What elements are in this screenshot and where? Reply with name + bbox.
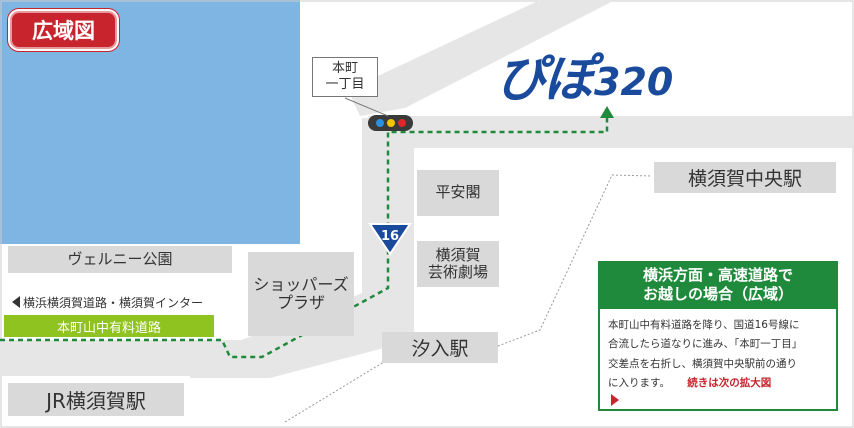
road-diagonal-upper <box>348 0 615 116</box>
intersection-line1: 本町 <box>331 61 358 77</box>
station-shiiri: 汐入駅 <box>382 332 498 363</box>
info-body: 本町山中有料道路を降り、国道16号線に 合流したら道なりに進み、「本町一丁目」 … <box>600 309 836 406</box>
info-heading-line1: 横浜方面・高速道路で <box>642 266 793 284</box>
info-body-line4: に入ります。 <box>608 377 670 390</box>
info-body-line3: 交差点を右折し、横須賀中央駅前の通り <box>608 357 797 370</box>
station-yokosuka-chuo: 横須賀中央駅 <box>654 162 836 193</box>
theater-line2: 芸術劇場 <box>427 263 488 281</box>
intersection-honcho-1chome: 本町 一丁目 <box>312 57 378 97</box>
landmark-heiankaku: 平安閣 <box>417 170 499 216</box>
route-16-number: 16 <box>380 228 400 244</box>
landmark-verny-park: ヴェルニー公園 <box>8 246 232 273</box>
info-heading-line2: お越しの場合（広域） <box>642 284 793 303</box>
traffic-signal-icon <box>368 115 413 131</box>
toll-road-label: 本町山中有料道路 <box>4 315 214 337</box>
intersection-line2: 一丁目 <box>325 77 365 92</box>
info-body-line2: 合流したら道なりに進み、「本町一丁目」 <box>608 338 803 351</box>
highway-direction-label: 横浜横須賀道路・横須賀インター <box>12 294 242 310</box>
map-title-badge: 広域図 <box>10 11 117 49</box>
theater-line1: 横須賀 <box>435 245 481 264</box>
station-jr-yokosuka: JR横須賀駅 <box>8 383 184 416</box>
signal-pointer <box>344 97 389 117</box>
arrow-right-icon <box>611 393 619 406</box>
landmark-shoppers-plaza: ショッパーズ プラザ <box>248 252 354 336</box>
directions-info-box: 横浜方面・高速道路で お越しの場合（広域） 本町山中有料道路を降り、国道16号線… <box>598 261 838 411</box>
info-body-line1: 本町山中有料道路を降り、国道16号線に <box>608 319 800 331</box>
logo-kana: ぴぽ <box>496 50 594 108</box>
next-map-link[interactable]: 続きは次の拡大図 <box>608 377 828 406</box>
pipo320-logo: ぴぽ 320 <box>496 44 673 104</box>
road-lower-left <box>0 340 270 376</box>
route-16-shield-icon <box>368 223 412 256</box>
shop-line2: プラザ <box>276 293 325 312</box>
next-map-link-text: 続きは次の拡大図 <box>687 377 772 390</box>
arrow-left-icon <box>12 296 20 308</box>
shop-line1: ショッパーズ <box>253 274 349 294</box>
logo-number: 320 <box>594 60 674 104</box>
landmark-yokosuka-arts-theater: 横須賀 芸術劇場 <box>417 241 499 287</box>
info-heading: 横浜方面・高速道路で お越しの場合（広域） <box>600 263 836 309</box>
info-body-line4-row: に入ります。 続きは次の拡大図 <box>608 374 828 406</box>
highway-direction-text: 横浜横須賀道路・横須賀インター <box>23 295 204 310</box>
route-arrow <box>600 106 614 118</box>
